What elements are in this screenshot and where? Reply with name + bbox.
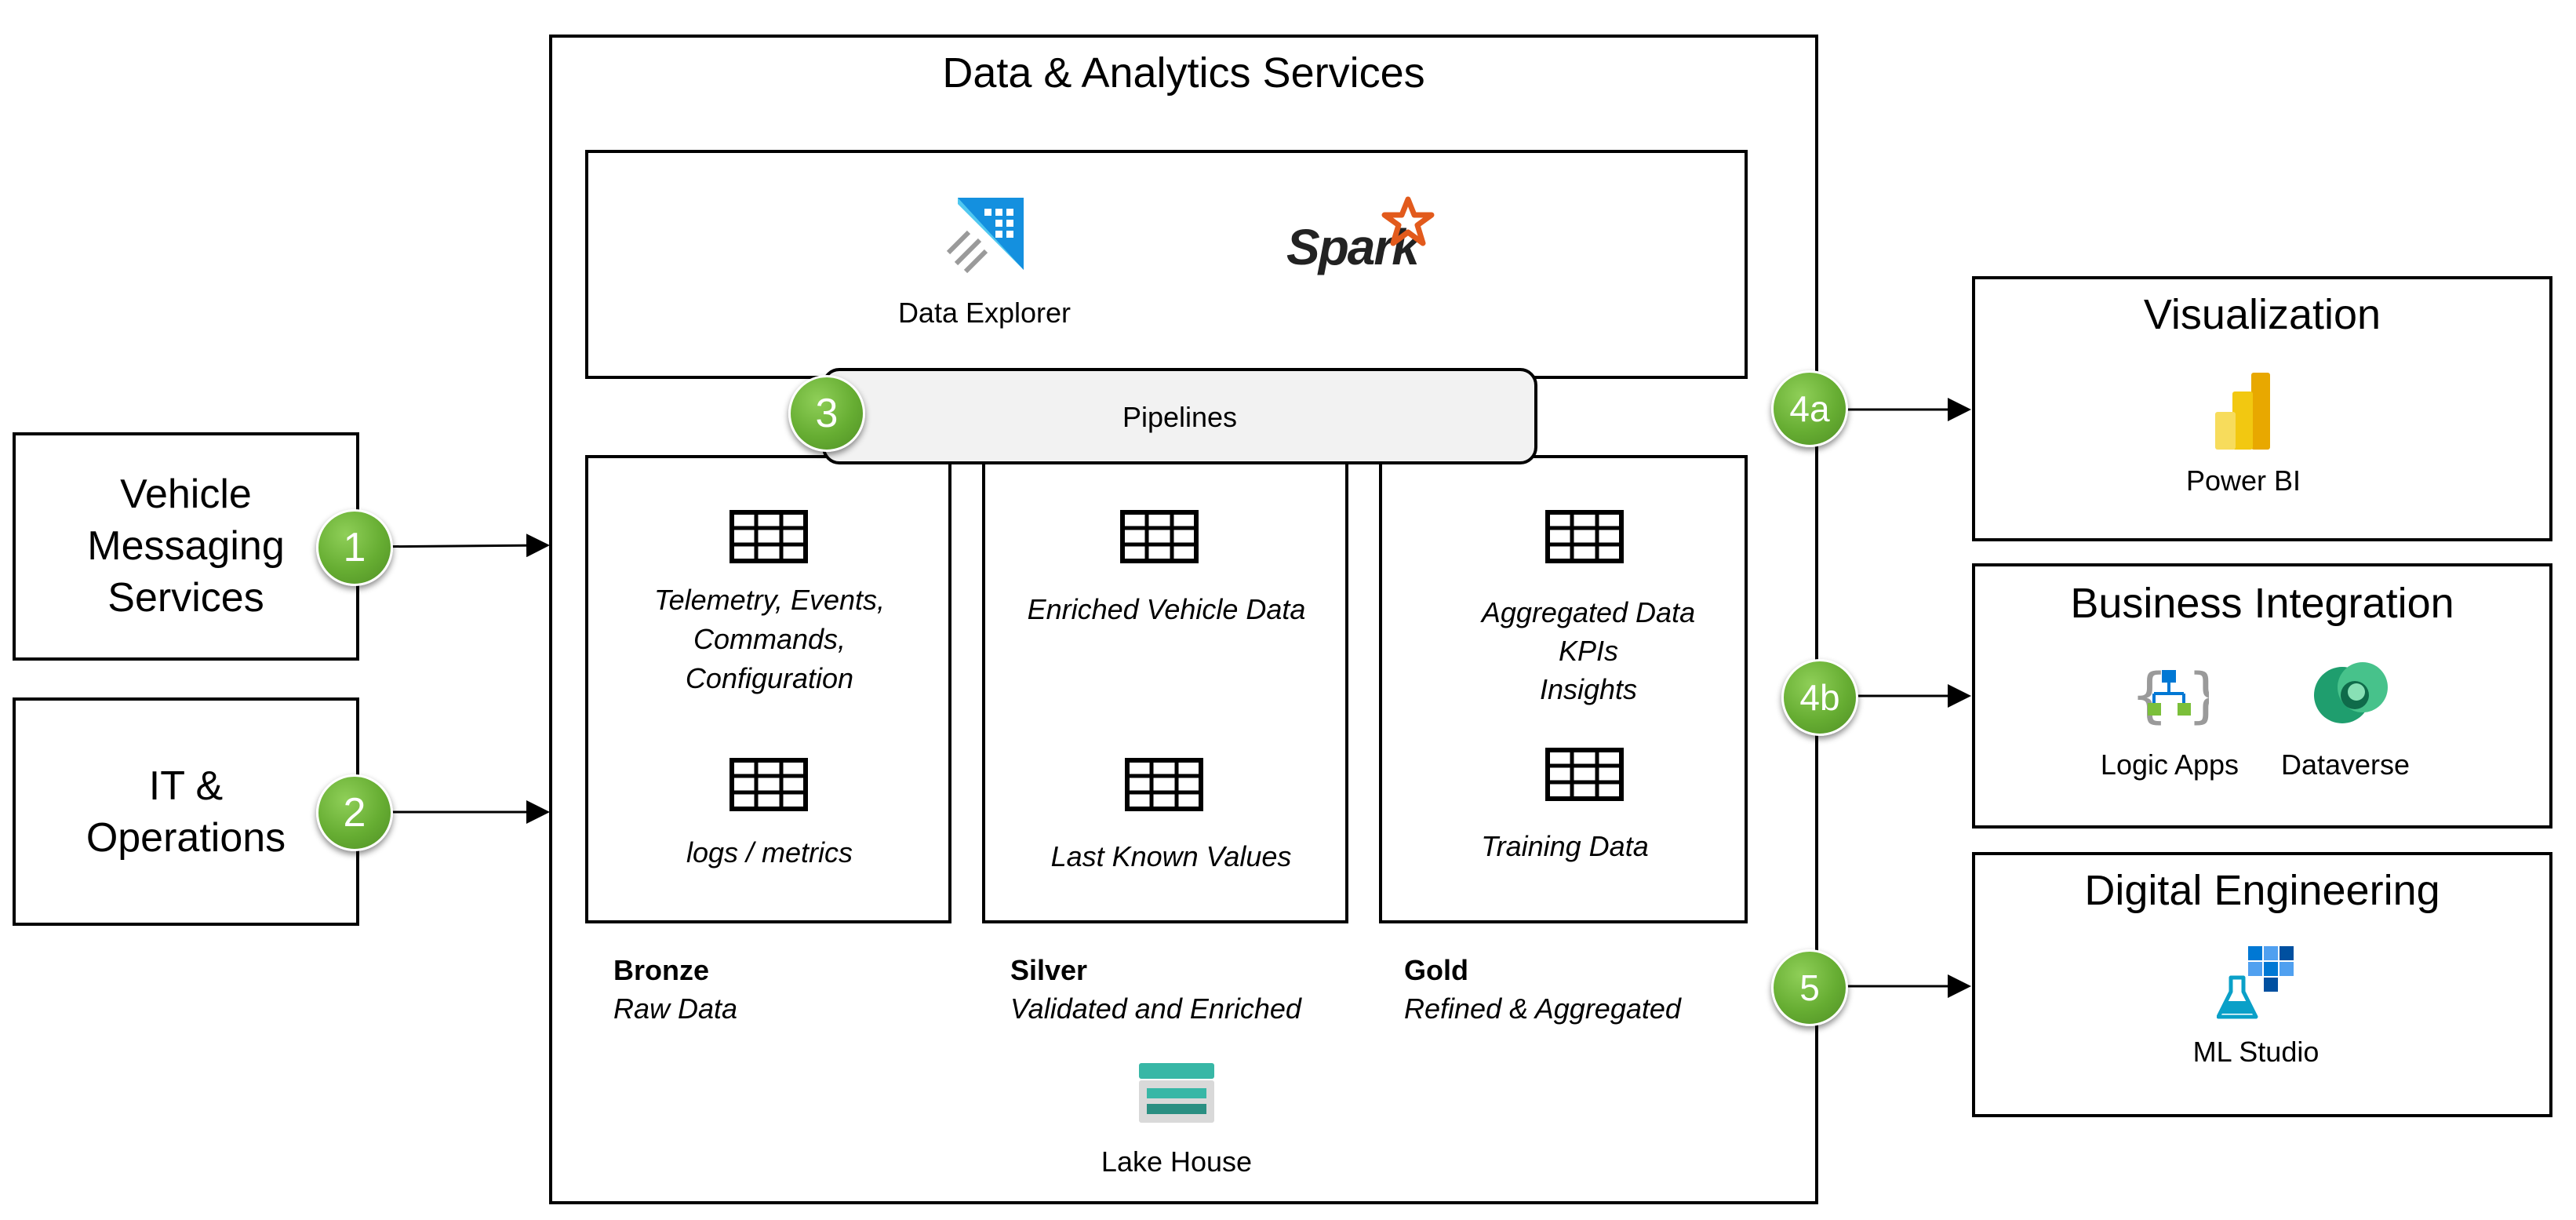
source-label-line: Services xyxy=(107,575,264,621)
spark-logo: Spark xyxy=(1286,196,1443,282)
table-label-line: Commands, xyxy=(693,623,846,655)
source-box-it-operations: IT & Operations xyxy=(13,697,359,926)
silver-table-label: Enriched Vehicle Data xyxy=(1027,593,1306,625)
output-box-business-integration xyxy=(1972,563,2552,829)
dataverse-label: Dataverse xyxy=(2280,748,2410,781)
svg-text:}: } xyxy=(2187,664,2209,728)
data-explorer-icon xyxy=(946,198,1024,273)
ml-studio-icon xyxy=(2217,946,2294,1019)
table-icon xyxy=(1120,510,1199,563)
source-label-line: Messaging xyxy=(87,523,285,569)
output-title-business-integration: Business Integration xyxy=(2070,580,2454,627)
table-icon xyxy=(1545,748,1624,801)
step-badge-4a: 4a xyxy=(1771,370,1848,447)
source-label-line: Operations xyxy=(86,815,286,861)
output-box-digital-engineering xyxy=(1972,852,2552,1117)
table-label-line: Insights xyxy=(1539,673,1638,705)
logic-apps-label: Logic Apps xyxy=(2100,748,2239,781)
gold-table-label: Training Data xyxy=(1481,830,1649,862)
layer-desc-silver: Validated and Enriched xyxy=(1010,992,1301,1025)
spark-star-icon xyxy=(1381,196,1435,246)
layer-box-bronze xyxy=(585,455,951,923)
output-title-digital-engineering: Digital Engineering xyxy=(2084,867,2440,914)
table-label-line: Configuration xyxy=(685,662,854,694)
layer-box-gold xyxy=(1379,455,1748,923)
pipelines-label: Pipelines xyxy=(1122,401,1238,433)
main-title: Data & Analytics Services xyxy=(942,49,1425,97)
table-icon xyxy=(1545,510,1624,563)
table-label-line: Telemetry, Events, xyxy=(653,584,886,616)
step-badge-1: 1 xyxy=(316,509,393,586)
bronze-table-label: Telemetry, Events, Commands, Configurati… xyxy=(593,581,946,698)
bronze-table-label: logs / metrics xyxy=(686,836,853,869)
lakehouse-icon xyxy=(1139,1063,1214,1123)
output-title-visualization: Visualization xyxy=(2143,291,2381,338)
step-badge-2: 2 xyxy=(316,774,393,851)
pipelines-bar: Pipelines xyxy=(822,368,1537,464)
layer-box-silver xyxy=(982,455,1348,923)
step-badge-3: 3 xyxy=(788,375,865,452)
source-label-line: Vehicle xyxy=(120,472,252,517)
power-bi-icon xyxy=(2215,373,2270,450)
data-explorer-label: Data Explorer xyxy=(897,297,1072,329)
layer-desc-bronze: Raw Data xyxy=(613,992,738,1025)
layer-desc-gold: Refined & Aggregated xyxy=(1404,992,1681,1025)
tools-box xyxy=(585,150,1748,379)
table-label-line: KPIs xyxy=(1558,635,1619,667)
gold-table-label: Aggregated Data KPIs Insights xyxy=(1412,593,1765,708)
logic-apps-icon: { } xyxy=(2130,664,2209,728)
table-icon xyxy=(1125,758,1203,811)
layer-name-silver: Silver xyxy=(1010,954,1088,986)
step-badge-5: 5 xyxy=(1771,949,1848,1026)
dataverse-icon xyxy=(2314,662,2388,723)
source-box-vehicle-messaging: Vehicle Messaging Services xyxy=(13,432,359,661)
source-label-line: IT & xyxy=(148,763,224,809)
lakehouse-label: Lake House xyxy=(1101,1145,1253,1178)
power-bi-label: Power BI xyxy=(2185,464,2301,497)
table-label-line: Aggregated Data xyxy=(1481,596,1696,628)
ml-studio-label: ML Studio xyxy=(2192,1036,2319,1068)
table-icon xyxy=(730,510,808,563)
silver-table-label: Last Known Values xyxy=(1050,840,1292,872)
step-badge-4b: 4b xyxy=(1781,659,1858,736)
layer-name-gold: Gold xyxy=(1404,954,1468,986)
table-icon xyxy=(730,758,808,811)
layer-name-bronze: Bronze xyxy=(613,954,710,986)
